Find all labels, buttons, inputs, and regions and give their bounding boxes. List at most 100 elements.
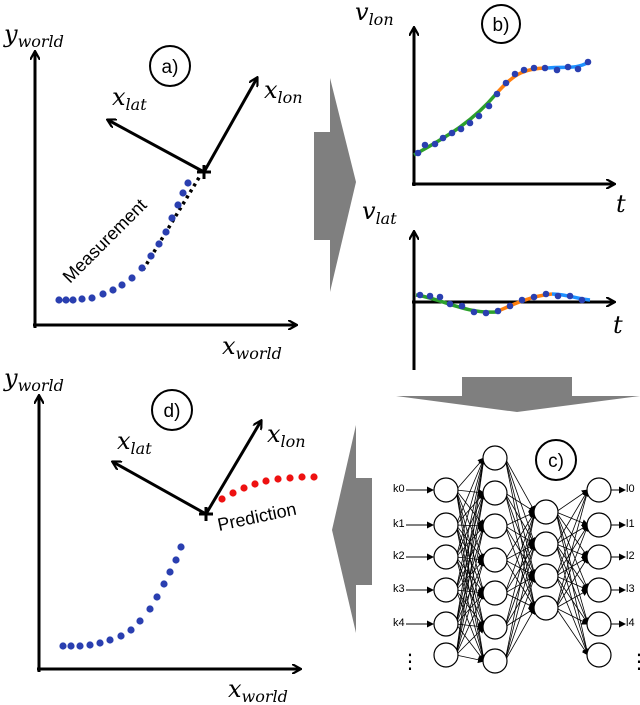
c-output-ellipsis: ⋮: [629, 649, 640, 673]
d-lon-axis-arrow: [204, 421, 261, 515]
d-lat-axis-label: xlat: [117, 427, 152, 458]
network-edge: [555, 489, 590, 577]
a-measurement-label: Measurement: [59, 195, 151, 287]
arrow-c-to-d: [332, 425, 372, 633]
network-node-layer0-1: [433, 512, 459, 538]
a-lon-axis-label: xlon: [264, 76, 303, 107]
d-lat-axis-arrow: [113, 462, 207, 516]
d-x-axis-label: xworld: [228, 675, 288, 705]
c-output-l0: l0: [626, 483, 635, 495]
c-output-l1: l1: [626, 518, 635, 530]
a-badge: a): [149, 45, 191, 87]
arrow-a-to-b: [314, 78, 356, 292]
a-lat-axis-label: xlat: [112, 83, 147, 114]
network-edge: [455, 592, 485, 656]
network-edge: [555, 556, 589, 609]
network-edge: [455, 559, 486, 656]
d-vehicle-position-marker: [199, 507, 213, 521]
network-edge: [504, 511, 536, 561]
c-output-l4: l4: [626, 617, 635, 629]
network-node-layer1-3: [482, 547, 508, 573]
a-y-axis-label: yworld: [3, 20, 64, 51]
network-edge: [455, 626, 485, 656]
arrow-b-to-c: [396, 377, 640, 412]
network-edge: [455, 457, 487, 591]
c-badge: c): [535, 439, 577, 481]
network-edge: [504, 492, 536, 513]
network-node-layer1-0: [482, 445, 508, 471]
c-input-k1: k1: [393, 518, 405, 530]
network-edge: [555, 489, 589, 545]
network-edge: [555, 543, 590, 625]
network-node-layer2-3: [533, 595, 559, 621]
network-edge: [455, 525, 487, 656]
c-input-labels: k0 k1 k2 k3 k4: [393, 483, 405, 629]
a-dotted-path: [141, 175, 202, 271]
network-edge: [504, 511, 537, 594]
network-edge: [504, 525, 536, 545]
network-node-layer1-1: [482, 480, 508, 506]
network-edge: [504, 457, 538, 609]
network-node-layer0-2: [433, 544, 459, 570]
network-node-layer1-2: [482, 513, 508, 539]
network-edge: [504, 607, 536, 662]
d-measurement-points: [59, 543, 185, 650]
network-node-layer1-4: [482, 580, 508, 606]
network-edge: [504, 457, 536, 513]
network-node-layer3-5: [586, 642, 612, 668]
b-lon-x-axis-label: t: [616, 190, 626, 218]
b-lon-y-axis-label: vlon: [355, 0, 394, 29]
c-input-k0: k0: [393, 483, 405, 495]
b-lat-y-axis-label: vlat: [362, 197, 397, 228]
svg-text:d): d): [164, 401, 181, 422]
c-network-connections: [406, 457, 626, 664]
a-vehicle-position-marker: [197, 165, 211, 179]
d-lon-axis-label: xlon: [267, 420, 306, 451]
network-edge: [455, 457, 487, 625]
network-node-layer3-1: [586, 512, 612, 538]
network-node-layer0-0: [433, 477, 459, 503]
panel-b-lon: vlon t b): [355, 0, 626, 218]
panel-b-lat: vlat t: [362, 197, 623, 370]
network-edge: [504, 511, 538, 662]
network-node-layer2-1: [533, 531, 559, 557]
network-edge: [504, 457, 537, 577]
c-output-l3: l3: [626, 583, 635, 595]
d-y-axis-label: yworld: [3, 364, 64, 395]
network-node-layer3-3: [586, 577, 612, 603]
network-edge: [504, 525, 536, 577]
network-node-layer1-5: [482, 614, 508, 640]
b-badge: b): [481, 4, 521, 44]
network-edge: [455, 457, 485, 526]
network-edge: [555, 575, 589, 625]
b-lat-x-axis-label: t: [613, 311, 623, 339]
c-network-nodes: [433, 445, 612, 674]
network-edge: [504, 525, 537, 609]
a-measurement-points: [55, 179, 192, 304]
network-node-layer3-2: [586, 544, 612, 570]
network-node-layer0-3: [433, 577, 459, 603]
network-edge: [455, 654, 485, 664]
d-badge: d): [151, 389, 193, 431]
panel-d: yworld xworld d) xlat xlon Prediction: [3, 364, 318, 705]
c-output-l2: l2: [626, 550, 635, 562]
a-x-axis-label: xworld: [222, 332, 282, 363]
panel-c: c) k0 k1 k2 k3 k4 l0 l1 l2 l3 l4 ⋮ ⋮: [393, 439, 640, 674]
a-lon-axis-arrow: [202, 78, 257, 173]
network-edge: [455, 457, 486, 558]
network-edge: [555, 524, 590, 609]
network-edge: [455, 457, 487, 656]
b-lat-points: [416, 290, 586, 317]
network-edge: [555, 511, 589, 526]
network-edge: [555, 607, 589, 625]
network-edge: [555, 511, 590, 625]
network-node-layer1-6: [482, 648, 508, 674]
a-lat-axis-arrow: [108, 120, 205, 174]
network-node-layer0-4: [433, 611, 459, 637]
c-input-k2: k2: [393, 550, 405, 562]
network-edge: [555, 589, 589, 609]
panel-a: yworld xworld a) xlat xlon Measurement: [3, 20, 303, 363]
c-input-ellipsis: ⋮: [400, 649, 420, 673]
d-prediction-label: Prediction: [216, 499, 298, 535]
